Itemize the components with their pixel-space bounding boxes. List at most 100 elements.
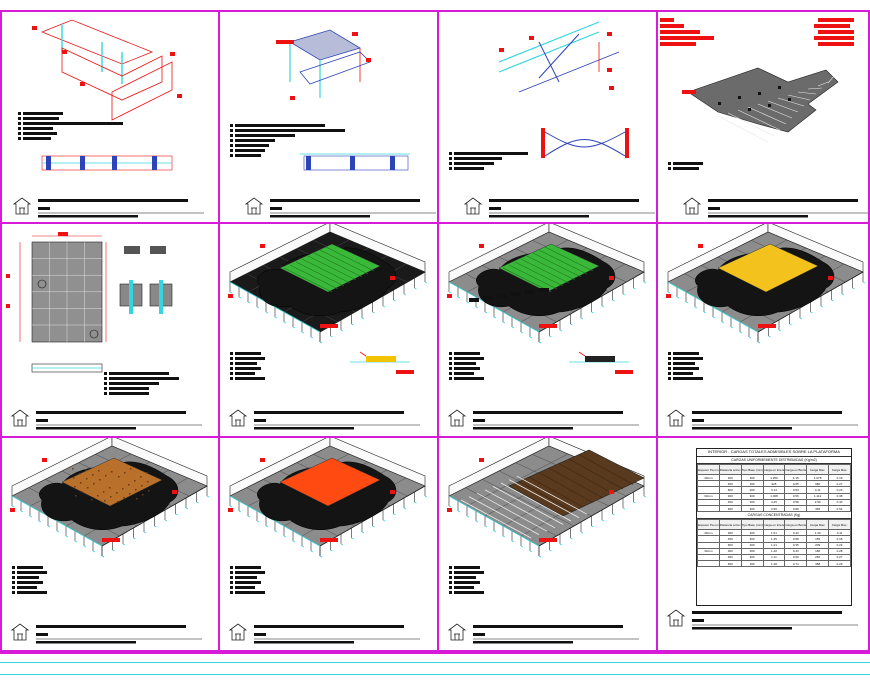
pedestal-foot — [529, 336, 533, 339]
pedestal-foot — [414, 287, 417, 290]
tile-joint — [482, 479, 575, 527]
callout-tag — [390, 490, 395, 494]
table-cell: 300 — [740, 504, 764, 513]
note-red — [660, 24, 684, 28]
table-cell: 3.95 — [762, 504, 786, 513]
edge-section — [350, 351, 414, 374]
note-line — [673, 367, 699, 370]
note-line — [235, 154, 261, 157]
detail-panel-4 — [656, 10, 870, 224]
purlin — [498, 21, 600, 63]
note-red — [814, 24, 850, 28]
cork-grain — [130, 468, 132, 470]
cork-grain — [129, 493, 131, 495]
pedestal-foot — [301, 545, 305, 548]
pedestal-shaft — [159, 280, 163, 314]
pedestal-foot — [154, 525, 157, 528]
spec-notes — [449, 566, 484, 594]
floor-finish-iso — [10, 438, 210, 558]
callout-tag — [62, 50, 67, 54]
section-marker — [37, 279, 47, 289]
joist — [516, 475, 588, 515]
note-bullet — [230, 377, 233, 380]
note-red — [660, 30, 700, 34]
table-title: INTERIOR - CARGAS TOTALES ADMISIBLES SOB… — [697, 449, 851, 457]
title-block — [228, 409, 420, 430]
detail-drawing — [666, 224, 866, 430]
cork-grain — [74, 486, 76, 488]
note-bullet — [18, 122, 21, 125]
pedestal-foot — [757, 341, 761, 344]
note-line — [23, 127, 53, 130]
note-line — [454, 576, 476, 579]
pedestal-foot — [361, 317, 365, 320]
cork-grain — [136, 498, 138, 500]
note-bullet — [449, 566, 452, 569]
detail-panel-10 — [218, 436, 439, 652]
brace — [538, 33, 580, 79]
detail-panel-5 — [0, 222, 220, 438]
callout-tag — [228, 294, 233, 298]
note-bullet — [12, 581, 15, 584]
plank-joint — [518, 481, 574, 512]
note-line — [235, 134, 295, 137]
title-block — [463, 197, 655, 218]
pedestal-foot — [424, 495, 428, 498]
note-line — [235, 367, 261, 370]
table-section-title: CARGAS UNIFORMEMENTE DISTRIBUIDAS (Kg/m2… — [697, 457, 851, 464]
title-line — [36, 625, 186, 628]
callout-tag — [6, 274, 10, 278]
pedestal-foot — [274, 316, 278, 319]
turf-texture — [514, 261, 564, 287]
cork-grain — [118, 476, 120, 478]
title-scale — [692, 419, 704, 422]
pedestal-foot — [196, 501, 199, 504]
pedestal-foot — [164, 519, 168, 522]
turf-texture — [526, 255, 576, 281]
cork-grain — [91, 499, 93, 501]
cork-grain — [80, 482, 82, 484]
bottom-title-strip — [0, 652, 870, 682]
note-line — [235, 139, 275, 142]
paver — [483, 296, 493, 300]
pedestal-shaft — [129, 280, 133, 314]
note-red — [660, 36, 714, 40]
callout-tag — [320, 324, 338, 328]
house-icon — [10, 623, 30, 641]
note-line — [235, 357, 265, 360]
detail-panel-6 — [218, 222, 439, 438]
note-line — [454, 581, 480, 584]
table-cell: 0.54 — [828, 504, 851, 513]
note-line — [235, 571, 265, 574]
turf-texture — [307, 255, 357, 281]
cork-grain — [98, 470, 100, 472]
table-cell: 0.29 — [828, 560, 851, 568]
note-bullet — [668, 362, 671, 365]
pedestal-foot — [841, 293, 845, 296]
note-line — [454, 157, 502, 160]
detail-panel-2 — [218, 10, 439, 224]
title-scale — [270, 207, 282, 210]
pedestal-foot — [511, 540, 515, 543]
pedestal-foot — [175, 513, 178, 516]
table-section-title: CARGAS CONCENTRADAS (Kg) — [697, 512, 851, 520]
callout-tag — [479, 458, 484, 462]
callout-tag — [479, 244, 484, 248]
note-line — [23, 122, 123, 125]
finish-surface — [717, 243, 819, 293]
pedestal-foot — [247, 515, 251, 518]
detail-drawing — [12, 19, 204, 218]
pedestal-foot — [256, 306, 260, 309]
note-line — [235, 362, 257, 365]
note-line — [23, 137, 51, 140]
callout-tag — [698, 244, 703, 248]
pedestal-foot — [538, 341, 542, 344]
note-line — [235, 352, 261, 355]
pedestal-foot — [382, 305, 386, 308]
title-subline — [36, 427, 136, 430]
note-line — [17, 591, 47, 594]
tile-hole — [778, 86, 781, 89]
note-line — [235, 566, 261, 569]
purlin — [498, 31, 600, 73]
